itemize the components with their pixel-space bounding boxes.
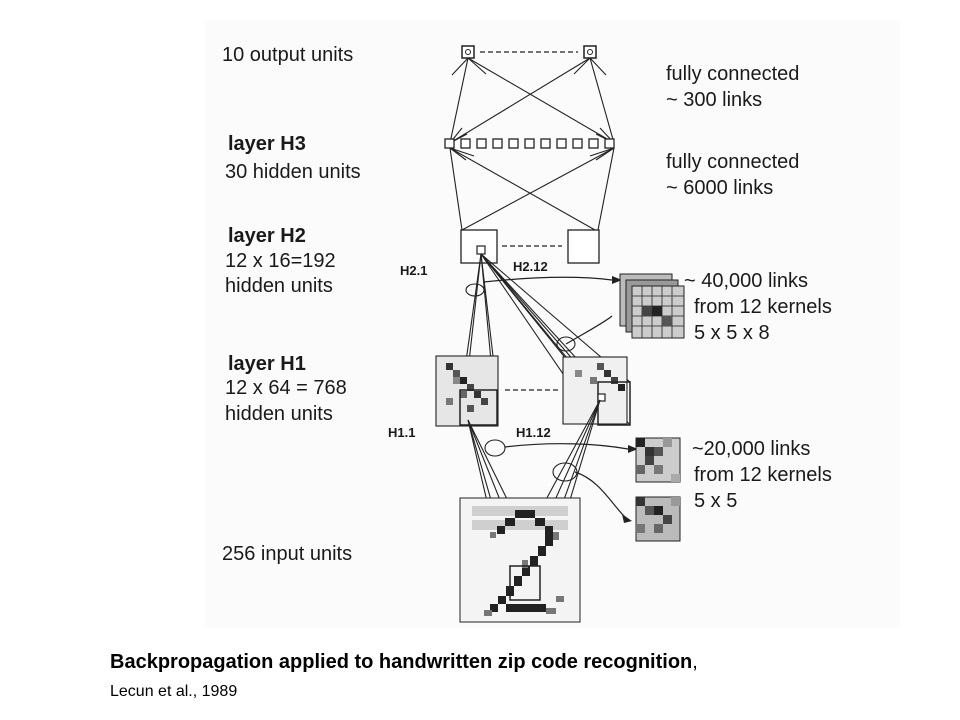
h2-1-label: H2.1	[400, 263, 427, 278]
caption-title-suffix: ,	[692, 651, 698, 673]
h3-sub-label: 30 hidden units	[225, 161, 361, 183]
fc2-line2: ~ 6000 links	[666, 177, 773, 199]
h1-sub1-label: 12 x 64 = 768	[225, 377, 347, 399]
h2-sub2-label: hidden units	[225, 275, 333, 297]
h1-12-label: H1.12	[516, 425, 551, 440]
kernels2-line2: from 12 kernels	[694, 464, 832, 486]
h3-layer	[444, 138, 615, 149]
kernels1-line3: 5 x 5 x 8	[694, 322, 770, 344]
h3-h2-links	[449, 147, 615, 231]
h2-kernel-arrow	[483, 276, 622, 345]
caption-source: Lecun et al., 1989	[110, 683, 238, 700]
kernel-grid-1-icon	[635, 437, 681, 483]
caption-title: Backpropagation applied to handwritten z…	[110, 651, 698, 674]
kernels1-line1: ~ 40,000 links	[684, 270, 808, 292]
kernels1-line2: from 12 kernels	[694, 296, 832, 318]
kernels2-line3: 5 x 5	[694, 490, 737, 512]
fc1-line2: ~ 300 links	[666, 89, 762, 111]
input-units-label: 256 input units	[222, 543, 352, 565]
kernel-grid-2-icon	[635, 496, 681, 542]
h1-title-label: layer H1	[228, 353, 306, 375]
h2-sub1-label: 12 x 16=192	[225, 250, 336, 272]
kernels2-line1: ~20,000 links	[692, 438, 810, 460]
fc1-line1: fully connected	[666, 63, 799, 85]
h3-title-label: layer H3	[228, 133, 306, 155]
kernel-cube-icon	[619, 273, 685, 339]
h2-12-label: H2.12	[513, 259, 548, 274]
h2-title-label: layer H2	[228, 225, 306, 247]
h2-layer	[460, 229, 600, 264]
caption-title-text: Backpropagation applied to handwritten z…	[110, 651, 693, 673]
fc2-line1: fully connected	[666, 151, 799, 173]
h1-layer	[435, 355, 631, 427]
h1-1-label: H1.1	[388, 425, 415, 440]
output-units-label: 10 output units	[222, 44, 353, 66]
h1-sub2-label: hidden units	[225, 403, 333, 425]
input-digit-image	[459, 497, 581, 623]
h1-kernel-arrows	[504, 443, 638, 523]
